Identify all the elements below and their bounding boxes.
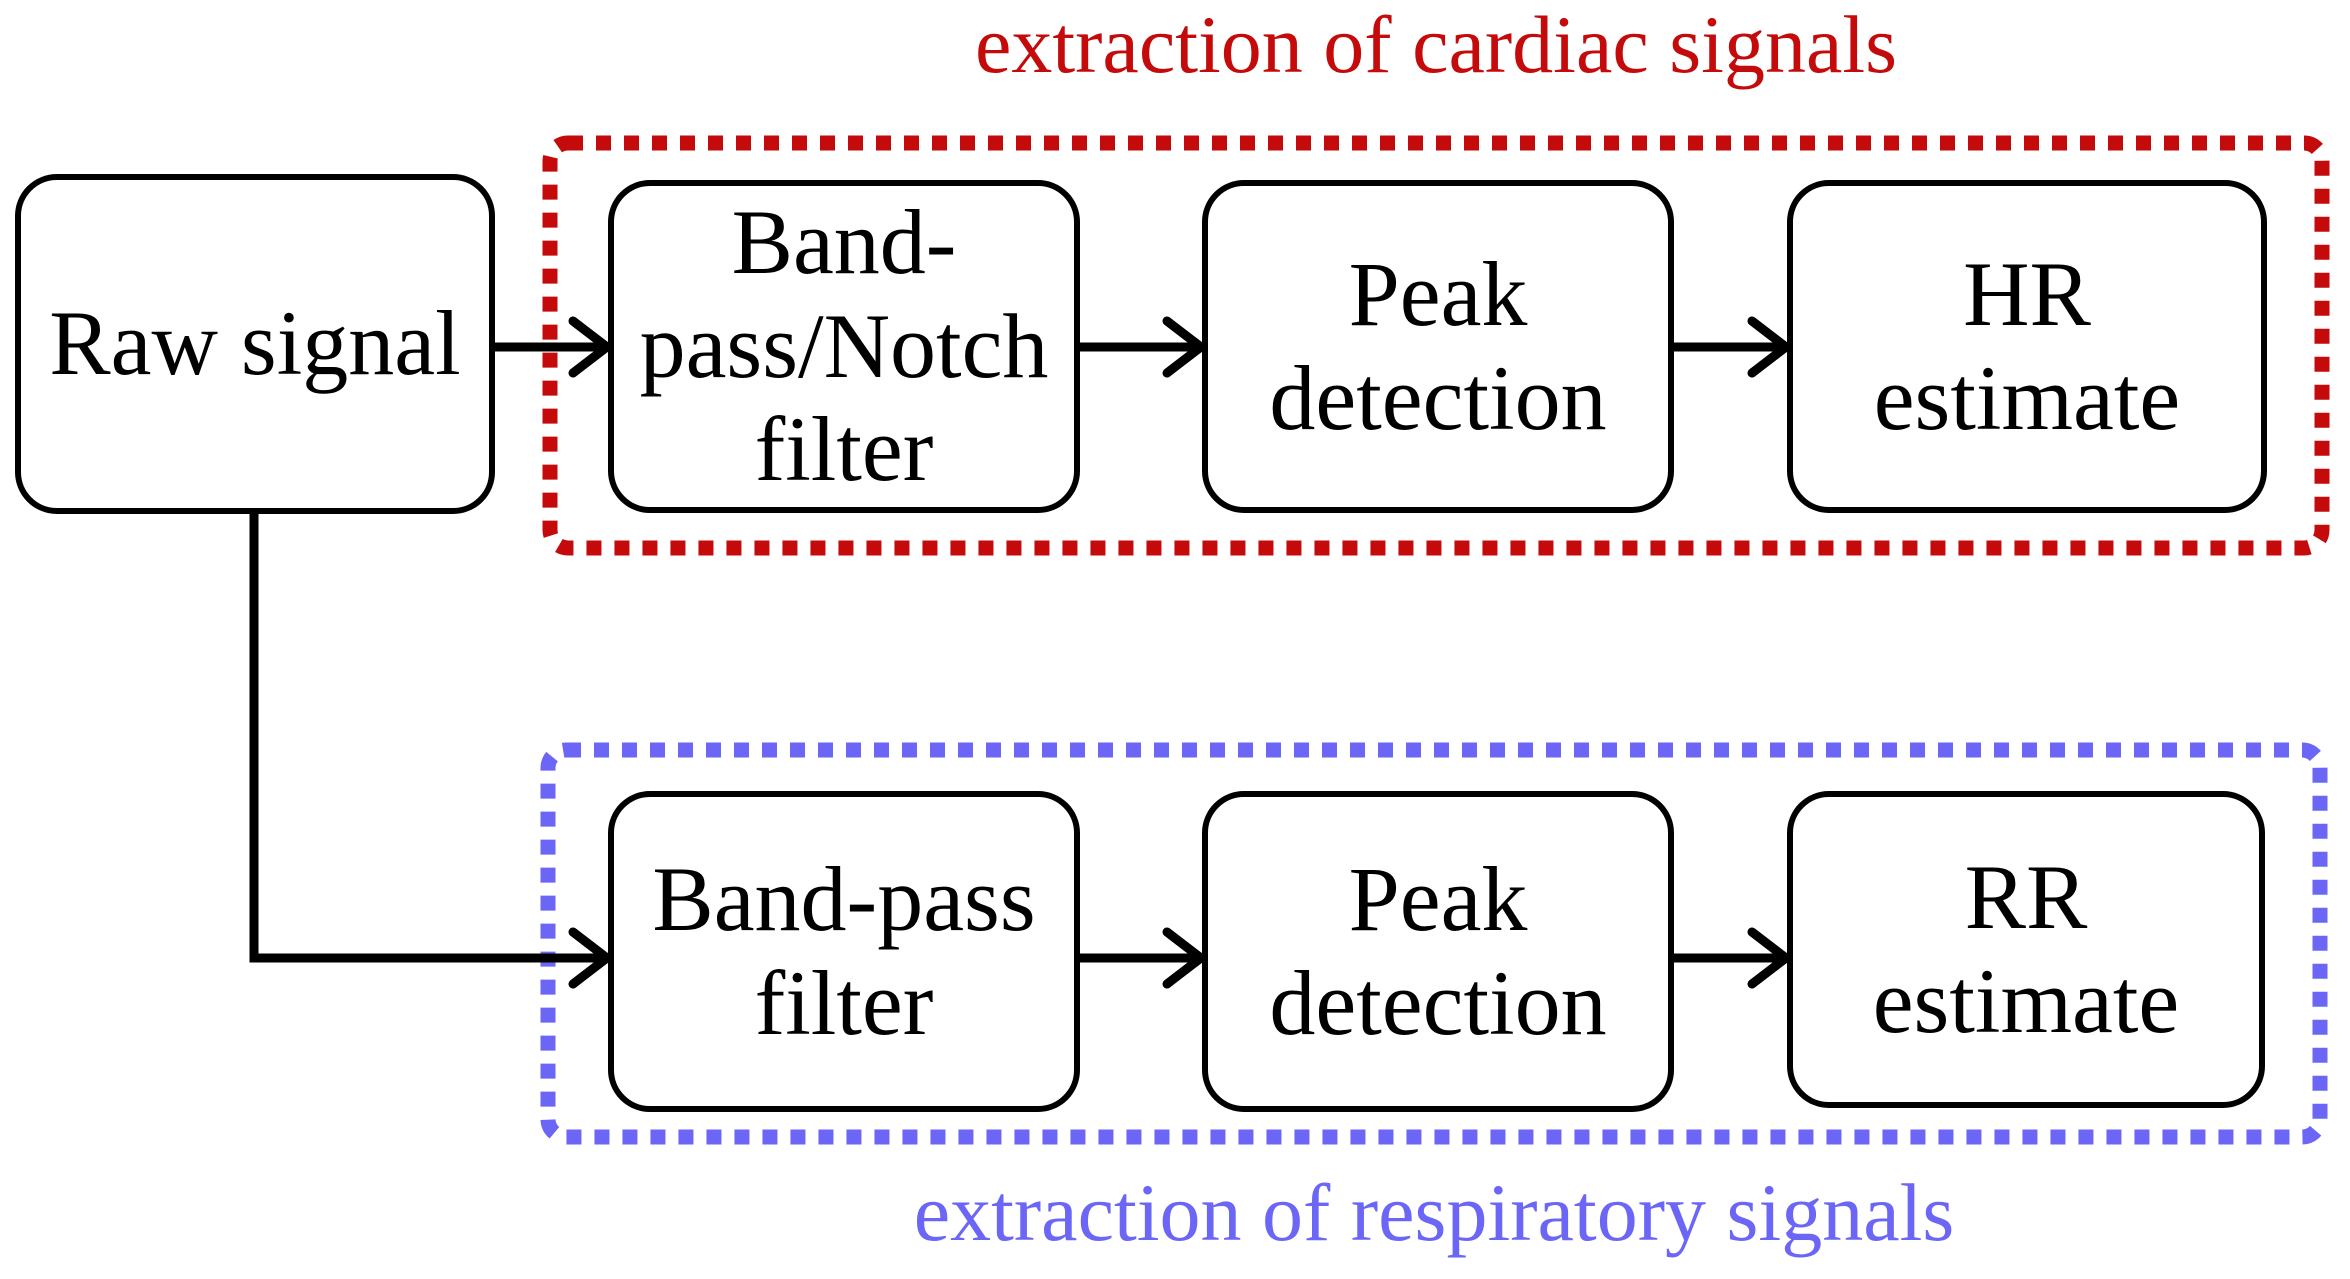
- node-peak-detection-respiratory-label: Peak detection: [1269, 847, 1607, 1054]
- respiratory-group-caption: extraction of respiratory signals: [913, 1167, 1955, 1258]
- node-peak-detection-cardiac-label: Peak detection: [1269, 242, 1607, 449]
- cardiac-group-caption: extraction of cardiac signals: [974, 0, 1898, 90]
- node-raw-signal: Raw signal: [15, 174, 495, 514]
- node-rr-estimate: RR estimate: [1787, 791, 2265, 1108]
- node-rr-estimate-label: RR estimate: [1872, 845, 2180, 1052]
- node-raw-signal-label: Raw signal: [49, 292, 461, 395]
- node-hr-estimate-label: HR estimate: [1873, 242, 2181, 449]
- arrow-raw-to-bandpass: [249, 510, 615, 989]
- node-bandpass-notch-filter-label: Band- pass/Notch filter: [639, 190, 1049, 501]
- node-hr-estimate: HR estimate: [1787, 180, 2267, 513]
- node-peak-detection-cardiac: Peak detection: [1202, 180, 1674, 513]
- node-peak-detection-respiratory: Peak detection: [1202, 791, 1674, 1112]
- cardiac-group-border: [542, 135, 2330, 556]
- node-bandpass-filter: Band-pass filter: [608, 791, 1080, 1112]
- respiratory-group-border: [540, 742, 2328, 1145]
- node-bandpass-notch-filter: Band- pass/Notch filter: [608, 180, 1080, 513]
- node-bandpass-filter-label: Band-pass filter: [652, 847, 1036, 1054]
